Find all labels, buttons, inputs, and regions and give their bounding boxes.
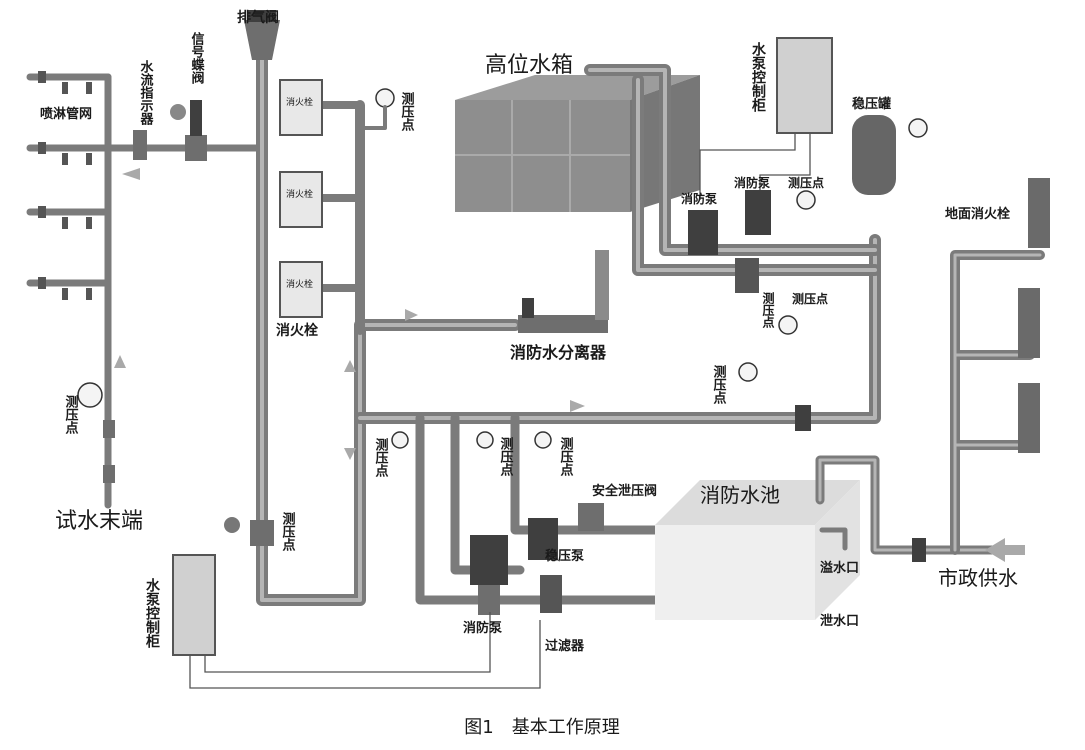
riser-top-gauge [360,88,395,130]
flow-arrow-right-2 [570,400,585,412]
figure-caption: 图1 基本工作原理 [464,717,619,738]
test-pressure-point-label-3: 测压点 [280,511,296,552]
municipal-inlet-arrow [985,538,1025,562]
lower-gauges [391,431,552,449]
sprinkler-network [26,71,266,509]
hydrant-boxes: 消火栓 消火栓 消火栓 [279,79,323,318]
water-flow-indicator-icon [133,130,147,160]
fire-pool-label: 消防水池 [700,483,780,507]
stabilizer-pump-label: 稳压泵 [545,548,584,564]
overflow-port-label: 溢水口 [820,560,859,576]
test-pressure-point-label-9: 测压点 [558,436,574,477]
high-water-tank-label: 高位水箱 [485,53,573,78]
top-control-cabinet [699,37,833,200]
test-pressure-point-label-7: 测压点 [373,437,389,478]
bottom-control-cabinet [172,554,541,689]
test-pressure-point-label-1: 测压点 [399,91,415,132]
signal-butterfly-valve-icon [170,100,207,161]
sprinkler-heads [38,71,92,300]
signal-butterfly-valve-label: 信号蝶阀 [189,31,205,85]
drain-port-label: 泄水口 [820,613,859,629]
test-water-end-label: 试水末端 [55,509,143,534]
test-pressure-point-label-2: 测压点 [63,394,79,435]
test-pressure-point-label-8: 测压点 [498,436,514,477]
hydrant-box-label-2: 消火栓 [286,188,313,200]
flow-arrow-up [344,360,356,372]
test-pressure-point-label-5: 测压点 [792,291,828,306]
top-pumps [688,190,816,335]
bottom-fire-pump-label: 消防泵 [463,620,502,636]
ground-fire-hydrants [950,178,1050,555]
test-pressure-point-label-10: 测压点 [761,291,775,329]
top-fire-pump-label-2: 消防泵 [734,175,770,190]
test-pressure-point-label-6: 测压点 [711,364,727,405]
fire-hydrant-label: 消火栓 [276,322,318,339]
test-water-end-valves [77,382,115,483]
riser-gauge-and-valves [224,517,274,546]
labels: 喷淋管网 排气阀 水流指示器 信号蝶阀 测压点 测压点 试水末端 消火栓 测压点… [40,9,1018,654]
pressure-tank-icon [852,115,928,195]
flow-arrow-right-1 [405,309,418,321]
exhaust-valve-icon [244,10,280,60]
fire-water-separator [518,250,609,333]
flow-arrow-left [122,168,140,180]
safety-relief-valve-label: 安全泄压阀 [592,483,657,499]
test-pressure-point-label-4: 测压点 [788,175,824,190]
bottom-pump-control-cabinet-label: 水泵控制柜 [144,577,160,649]
distribution-line [354,234,881,605]
sprinkler-pipe-network-label: 喷淋管网 [40,106,92,122]
top-fire-pump-label-1: 消防泵 [681,191,717,206]
flow-arrow-down-2 [344,448,356,460]
pressure-tank-label: 稳压罐 [852,96,891,112]
fire-pool [655,455,1025,620]
hydrant-box-label-3: 消火栓 [286,278,313,290]
fire-water-separator-label: 消防水分离器 [510,343,607,362]
flow-arrow-down-1 [114,355,126,368]
top-pump-control-cabinet-label: 水泵控制柜 [750,41,766,113]
hydrant-box-label-1: 消火栓 [286,96,313,108]
exhaust-valve-label: 排气阀 [237,9,279,26]
filter-label: 过滤器 [545,638,585,654]
municipal-water-supply-label: 市政供水 [938,566,1018,590]
main-riser: 消火栓 消火栓 消火栓 [224,10,521,606]
lower-pumps [470,503,604,615]
water-flow-indicator-label: 水流指示器 [138,59,155,126]
ground-fire-hydrant-label: 地面消火栓 [945,206,1010,222]
